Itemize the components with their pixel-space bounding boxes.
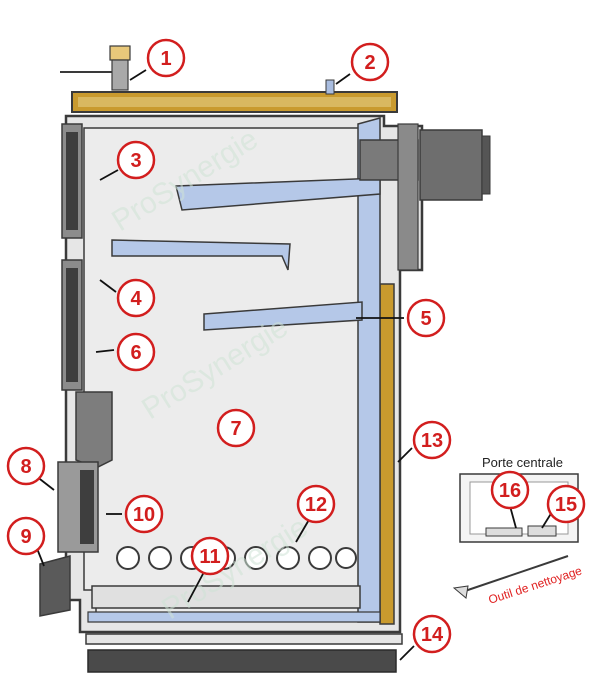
svg-text:11: 11 [199, 546, 220, 568]
inset-title: Porte centrale [482, 455, 563, 470]
ash-door [39, 555, 71, 617]
callout-16: 16 [490, 470, 530, 510]
inset-latch [485, 527, 523, 537]
top-probe [325, 79, 335, 95]
callout-7: 7 [216, 408, 256, 448]
svg-text:3: 3 [130, 150, 141, 172]
tool-label: Outil de nettoyage [487, 563, 584, 607]
svg-text:4: 4 [130, 288, 142, 310]
base-foot [87, 649, 397, 673]
svg-text:15: 15 [555, 494, 577, 516]
callout-10: 10 [124, 494, 164, 534]
hinge-block [75, 391, 113, 469]
baffle-middle [111, 239, 291, 271]
svg-text:2: 2 [364, 52, 375, 74]
baffle-top [175, 177, 381, 211]
callout-1: 1 [146, 38, 186, 78]
lower-box [91, 585, 361, 609]
svg-text:12: 12 [305, 494, 327, 516]
callout-4: 4 [116, 278, 156, 318]
svg-text:5: 5 [420, 308, 431, 330]
svg-text:8: 8 [20, 456, 31, 478]
boiler-body [39, 45, 491, 673]
callout-9: 9 [6, 516, 46, 556]
callout-8: 8 [6, 446, 46, 486]
callout-3: 3 [116, 140, 156, 180]
top-valve [60, 45, 131, 91]
callout-2: 2 [350, 42, 390, 82]
cleaning-tool [461, 555, 569, 593]
svg-text:7: 7 [230, 418, 241, 440]
callout-13: 13 [412, 420, 452, 460]
inset-lock [527, 525, 557, 537]
side-insulation [379, 283, 395, 625]
svg-text:13: 13 [421, 430, 443, 452]
svg-text:1: 1 [160, 48, 171, 70]
svg-text:9: 9 [20, 526, 31, 548]
svg-text:10: 10 [133, 504, 155, 526]
svg-text:14: 14 [421, 624, 444, 646]
callout-12: 12 [296, 484, 336, 524]
callout-14: 14 [412, 614, 452, 654]
callout-15: 15 [546, 484, 586, 524]
base-plate [85, 633, 403, 645]
callout-11: 11 [190, 536, 230, 576]
callout-5: 5 [406, 298, 446, 338]
svg-text:16: 16 [499, 480, 521, 502]
flue-outlet [359, 123, 491, 271]
baffle-low [203, 301, 363, 331]
svg-text:6: 6 [130, 342, 141, 364]
callout-6: 6 [116, 332, 156, 372]
